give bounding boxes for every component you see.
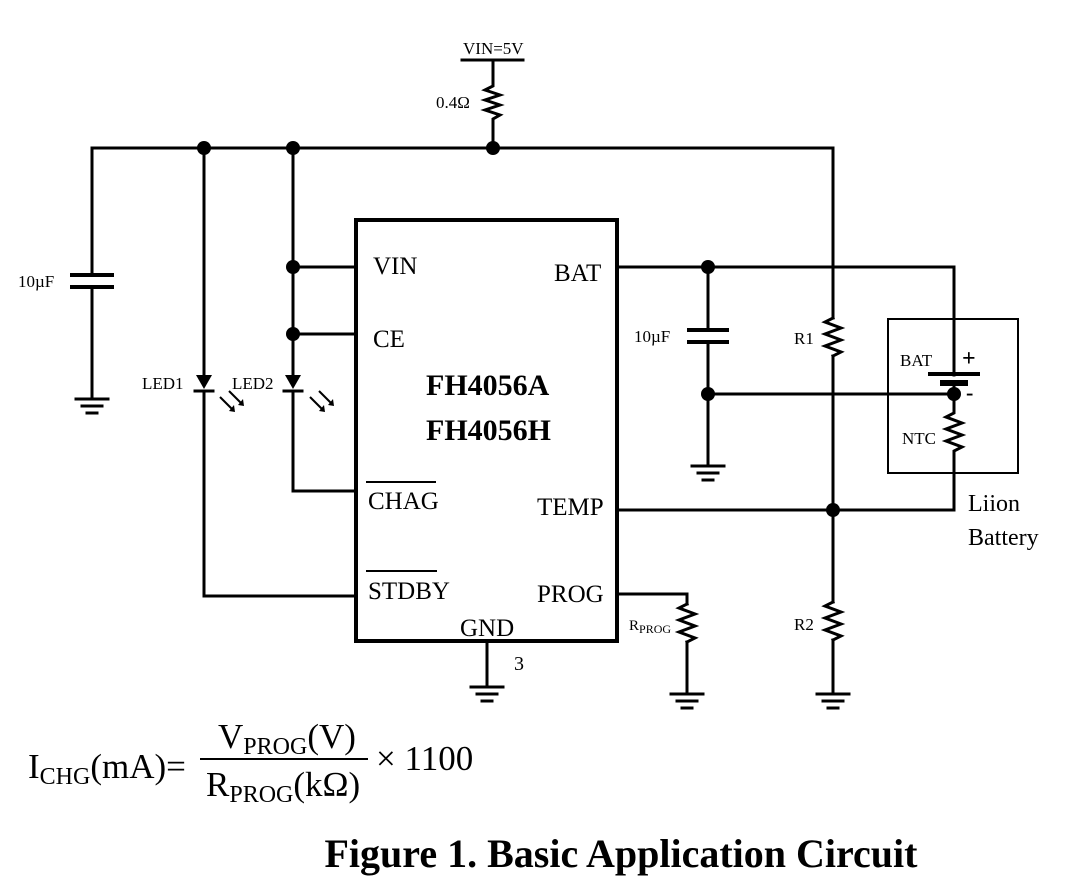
junction-dot: [826, 503, 840, 517]
liion-battery: BAT + - NTC: [887, 318, 1019, 512]
junction-dot: [286, 327, 300, 341]
pin-ce-label: CE: [373, 326, 405, 353]
pin-stdby-label: STDBY: [368, 578, 450, 605]
led2: LED2: [232, 146, 358, 493]
ntc-label: NTC: [902, 429, 936, 448]
pin-gnd-label: GND: [460, 615, 514, 642]
pin-vin-label: VIN: [373, 253, 417, 280]
resistor-r1: R1: [794, 146, 846, 604]
supply-resistor: [480, 80, 505, 150]
input-capacitor-label: 10µF: [18, 272, 54, 291]
junction-dot: [486, 141, 500, 155]
r1-label: R1: [794, 329, 814, 348]
junction-dot: [197, 141, 211, 155]
led1: LED1: [142, 146, 358, 598]
r2-label: R2: [794, 615, 814, 634]
formula-lhs: ICHG(mA)=: [28, 747, 186, 790]
junction-dot: [286, 141, 300, 155]
battery-minus: -: [966, 380, 973, 405]
vin-label: VIN=5V: [463, 39, 524, 58]
input-capacitor: 10µF: [18, 146, 114, 415]
chip-name-line2: FH4056H: [426, 414, 551, 447]
battery-label-line2: Battery: [968, 525, 1039, 551]
figure-caption: Figure 1. Basic Application Circuit: [324, 831, 918, 876]
ic-chip: VIN CE CHAG STDBY BAT TEMP PROG GND FH40…: [354, 218, 619, 643]
supply-resistor-label: 0.4Ω: [436, 93, 470, 112]
battery-plus: +: [962, 346, 976, 372]
led1-label: LED1: [142, 374, 184, 393]
resistor-r2: R2: [794, 599, 851, 710]
formula-numerator: VPROG(V): [218, 717, 356, 760]
vin-supply: VIN=5V 0.4Ω: [436, 39, 525, 150]
pin-bat-label: BAT: [554, 260, 601, 287]
junction-dot: [286, 260, 300, 274]
battery-capacitor: 10µF: [634, 265, 729, 482]
pin-prog-label: PROG: [537, 581, 604, 608]
battery-bat-label: BAT: [900, 351, 933, 370]
junction-dot: [701, 387, 715, 401]
gnd-pin-number: 3: [514, 653, 524, 675]
charge-current-formula: ICHG(mA)= VPROG(V) RPROG(kΩ) × 1100: [28, 717, 473, 808]
pin-chag-label: CHAG: [368, 488, 439, 515]
led2-label: LED2: [232, 374, 274, 393]
battery-capacitor-label: 10µF: [634, 327, 670, 346]
chip-name-line1: FH4056A: [426, 369, 550, 402]
battery-label-line1: Liion: [968, 491, 1020, 517]
formula-denominator: RPROG(kΩ): [206, 765, 360, 808]
pin-temp-label: TEMP: [537, 494, 604, 521]
formula-multiplier: × 1100: [376, 739, 473, 778]
chip-ground: 3: [469, 639, 524, 703]
resistor-rprog: RPROG: [615, 592, 705, 710]
rprog-label: RPROG: [629, 618, 671, 636]
